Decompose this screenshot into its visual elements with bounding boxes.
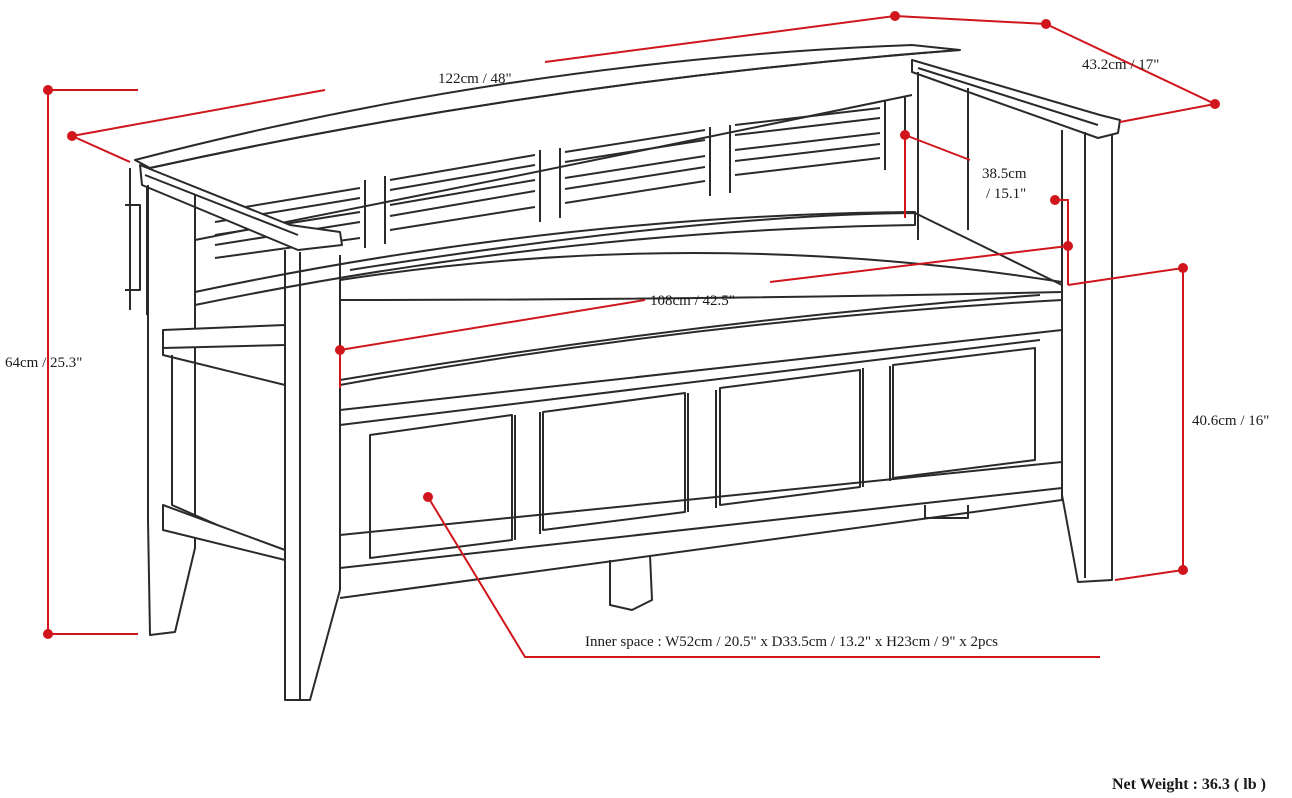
bench-outline [125, 44, 1121, 701]
overall-height-label: 64cm / 25.3" [5, 355, 83, 371]
back-height-label-line1: 38.5cm [982, 166, 1027, 182]
overall-depth-label: 43.2cm / 17" [1082, 57, 1160, 73]
overall-width-label: 122cm / 48" [438, 71, 512, 87]
seat-height-line [1067, 266, 1184, 581]
seat-height-label: 40.6cm / 16" [1192, 413, 1270, 429]
inner-space-leader [427, 496, 1100, 658]
inner-space-label: Inner space : W52cm / 20.5" x D33.5cm / … [585, 634, 999, 650]
net-weight-label: Net Weight : 36.3 ( lb ) [1112, 776, 1266, 793]
dimension-points [43, 11, 1220, 639]
width-line-left [71, 89, 326, 137]
seat-width-label: 108cm / 42.5" [650, 293, 735, 309]
depth-line [894, 15, 1219, 123]
width-line-right [544, 15, 896, 63]
back-height-label-line2: / 15.1" [986, 186, 1027, 202]
